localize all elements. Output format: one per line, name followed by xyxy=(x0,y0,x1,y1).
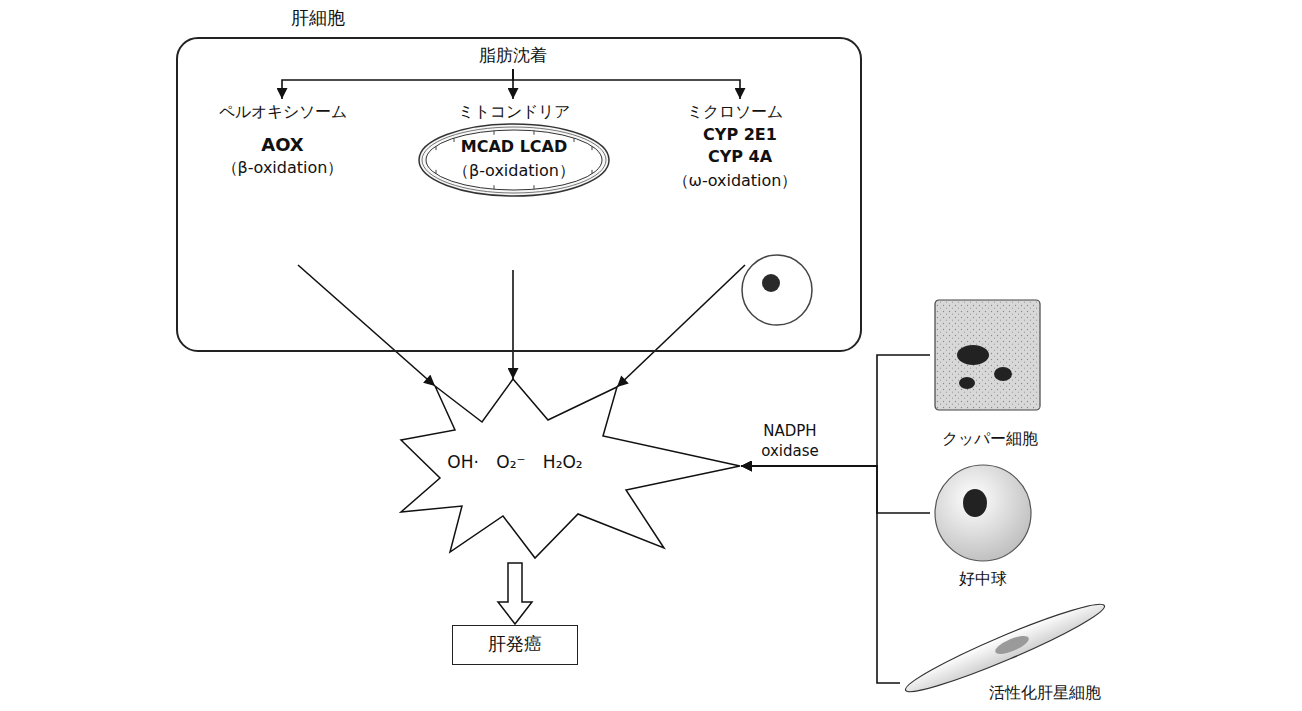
node-heading: クッパー細胞 xyxy=(942,429,1038,449)
crista-mark xyxy=(436,146,437,150)
node-heading: 肝細胞 xyxy=(291,7,345,30)
kupffer-cell-texture xyxy=(935,300,1040,410)
node-heading: 活性化肝星細胞 xyxy=(989,683,1101,703)
arrow-connector xyxy=(298,265,435,386)
cell-icon: クッパー細胞 xyxy=(930,298,1050,455)
arrow-connector xyxy=(741,355,930,466)
arrow-connector xyxy=(512,270,514,379)
arrow-connector xyxy=(741,466,930,513)
node-heading: 肝発癌 xyxy=(488,633,542,656)
arrow-connector xyxy=(617,265,745,387)
node-heading: 脂肪沈着 xyxy=(479,45,547,66)
mitochondrion-membrane xyxy=(422,127,606,193)
arrow-connector xyxy=(741,466,900,683)
cell-region: 肝細胞脂肪沈着ペルオキシソームAOX（β-oxidation）ミトコンドリアMC… xyxy=(176,37,862,352)
node-heading: 好中球 xyxy=(959,569,1007,589)
cell-nucleus xyxy=(993,632,1031,657)
crista-mark xyxy=(574,138,575,142)
crista-mark xyxy=(436,170,437,174)
node-text: （β-oxidation） xyxy=(222,158,344,178)
node-heading: ペルオキシソーム xyxy=(219,102,347,122)
node-text: MCAD LCAD xyxy=(461,138,568,156)
neutrophil-body xyxy=(935,465,1031,561)
crista-mark xyxy=(592,170,593,174)
block-arrow xyxy=(498,563,532,624)
outcome-box: 肝発癌 xyxy=(452,625,578,665)
node-text: AOX xyxy=(261,134,303,157)
organelle-block: ペルオキシソーム AOX（β-oxidation） xyxy=(200,100,365,265)
crista-mark xyxy=(454,138,455,142)
crista-mark xyxy=(534,185,535,189)
organelle-ellipse: ミトコンドリア MCAD LCAD （β-oxidation） xyxy=(418,100,610,270)
cell-nucleus xyxy=(957,345,989,365)
ros-starburst: OH· O₂⁻ H₂O₂ xyxy=(400,375,742,563)
mitochondrion-inner xyxy=(426,130,602,190)
crista-mark xyxy=(534,131,535,135)
mitochondrion-outer xyxy=(419,124,609,196)
node-heading: ミクロソーム xyxy=(687,102,783,122)
node-text: （β-oxidation） xyxy=(453,162,575,180)
crista-mark xyxy=(494,185,495,189)
cell-nucleus xyxy=(994,367,1012,381)
kupffer-cell-body xyxy=(935,300,1040,410)
node-heading: OH· O₂⁻ H₂O₂ xyxy=(447,452,582,473)
hepatocyte-nucleus xyxy=(762,274,780,292)
node-text: （ω-oxidation） xyxy=(673,171,798,191)
organelle-block: ミクロソームCYP 2E1 CYP 4A （ω-oxidation） xyxy=(660,100,820,265)
node-heading: ミトコンドリア xyxy=(458,102,570,122)
starburst-outline xyxy=(401,379,740,558)
cell-nucleus xyxy=(963,489,987,517)
process-label: 脂肪沈着 xyxy=(453,45,573,69)
node-shape xyxy=(418,100,610,270)
node-text: CYP 2E1 CYP 4A xyxy=(694,124,786,168)
hepatocyte-cell-icon xyxy=(742,255,812,325)
cell-icon: 活性化肝星細胞 xyxy=(900,598,1105,708)
arrow-connector xyxy=(282,69,513,99)
cell-nucleus xyxy=(959,377,975,389)
arrow-connector xyxy=(513,69,740,99)
crista-mark xyxy=(494,131,495,135)
crista-mark xyxy=(592,146,593,150)
cell-icon: 好中球 xyxy=(930,463,1040,593)
connector-label: NADPH oxidase xyxy=(756,422,824,461)
